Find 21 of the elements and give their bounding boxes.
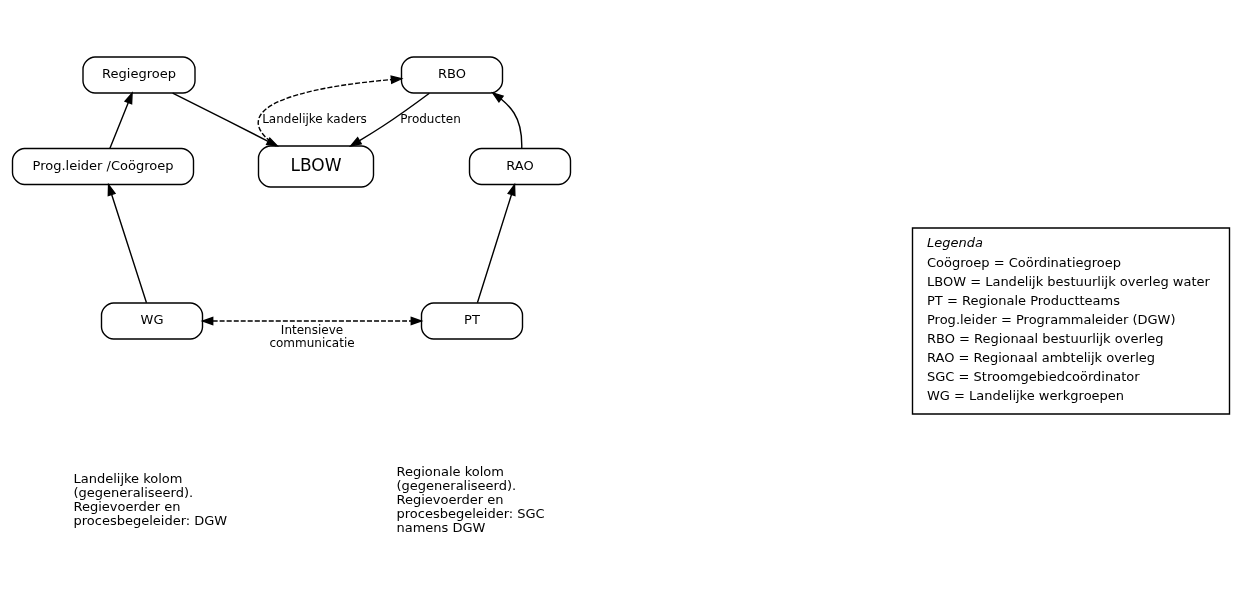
edge-label: Intensieve communicatie: [269, 322, 355, 350]
node-box: RAO: [468, 147, 572, 186]
label: Landelijke kolom (gegeneraliseerd). Regievoerder en procesbegeleider: DGW: [73, 471, 228, 529]
edge-label: Producten: [400, 111, 461, 126]
node-box: Prog.leider /Coögroep: [11, 147, 195, 186]
arrow: [109, 91, 133, 149]
arrow: [257, 75, 404, 147]
node-box: WG: [100, 302, 204, 340]
arrow: [349, 92, 431, 147]
arrow: [107, 182, 148, 304]
label: Regionale kolom (gegeneraliseerd). Regievoerder en procesbegeleider: SGC namens DGW: [396, 464, 545, 536]
node-box: PT: [420, 302, 524, 340]
node-box: Regiegroep: [82, 56, 196, 94]
node-box: LBOW: [257, 145, 375, 188]
edge-label: Landelijke kaders: [262, 111, 367, 126]
arrow: [200, 316, 424, 326]
arrow: [476, 182, 516, 304]
arrow: [491, 91, 523, 149]
node-box: RBO: [400, 56, 504, 94]
node-box: Legenda Coögroep = Coördinatiegroep LBOW = Landelijk bestuurlijk overleg water PT = Regionale Productteams Prog.leider = Programmaleider (DGW) RBO = Regionaal bestuurlijk overleg RAO = Regionaal ambtelijk overleg SGC = Stroomgebiedcoördinator WG = Landelijke werkgroepen: [911, 227, 1231, 415]
arrow: [172, 92, 280, 147]
